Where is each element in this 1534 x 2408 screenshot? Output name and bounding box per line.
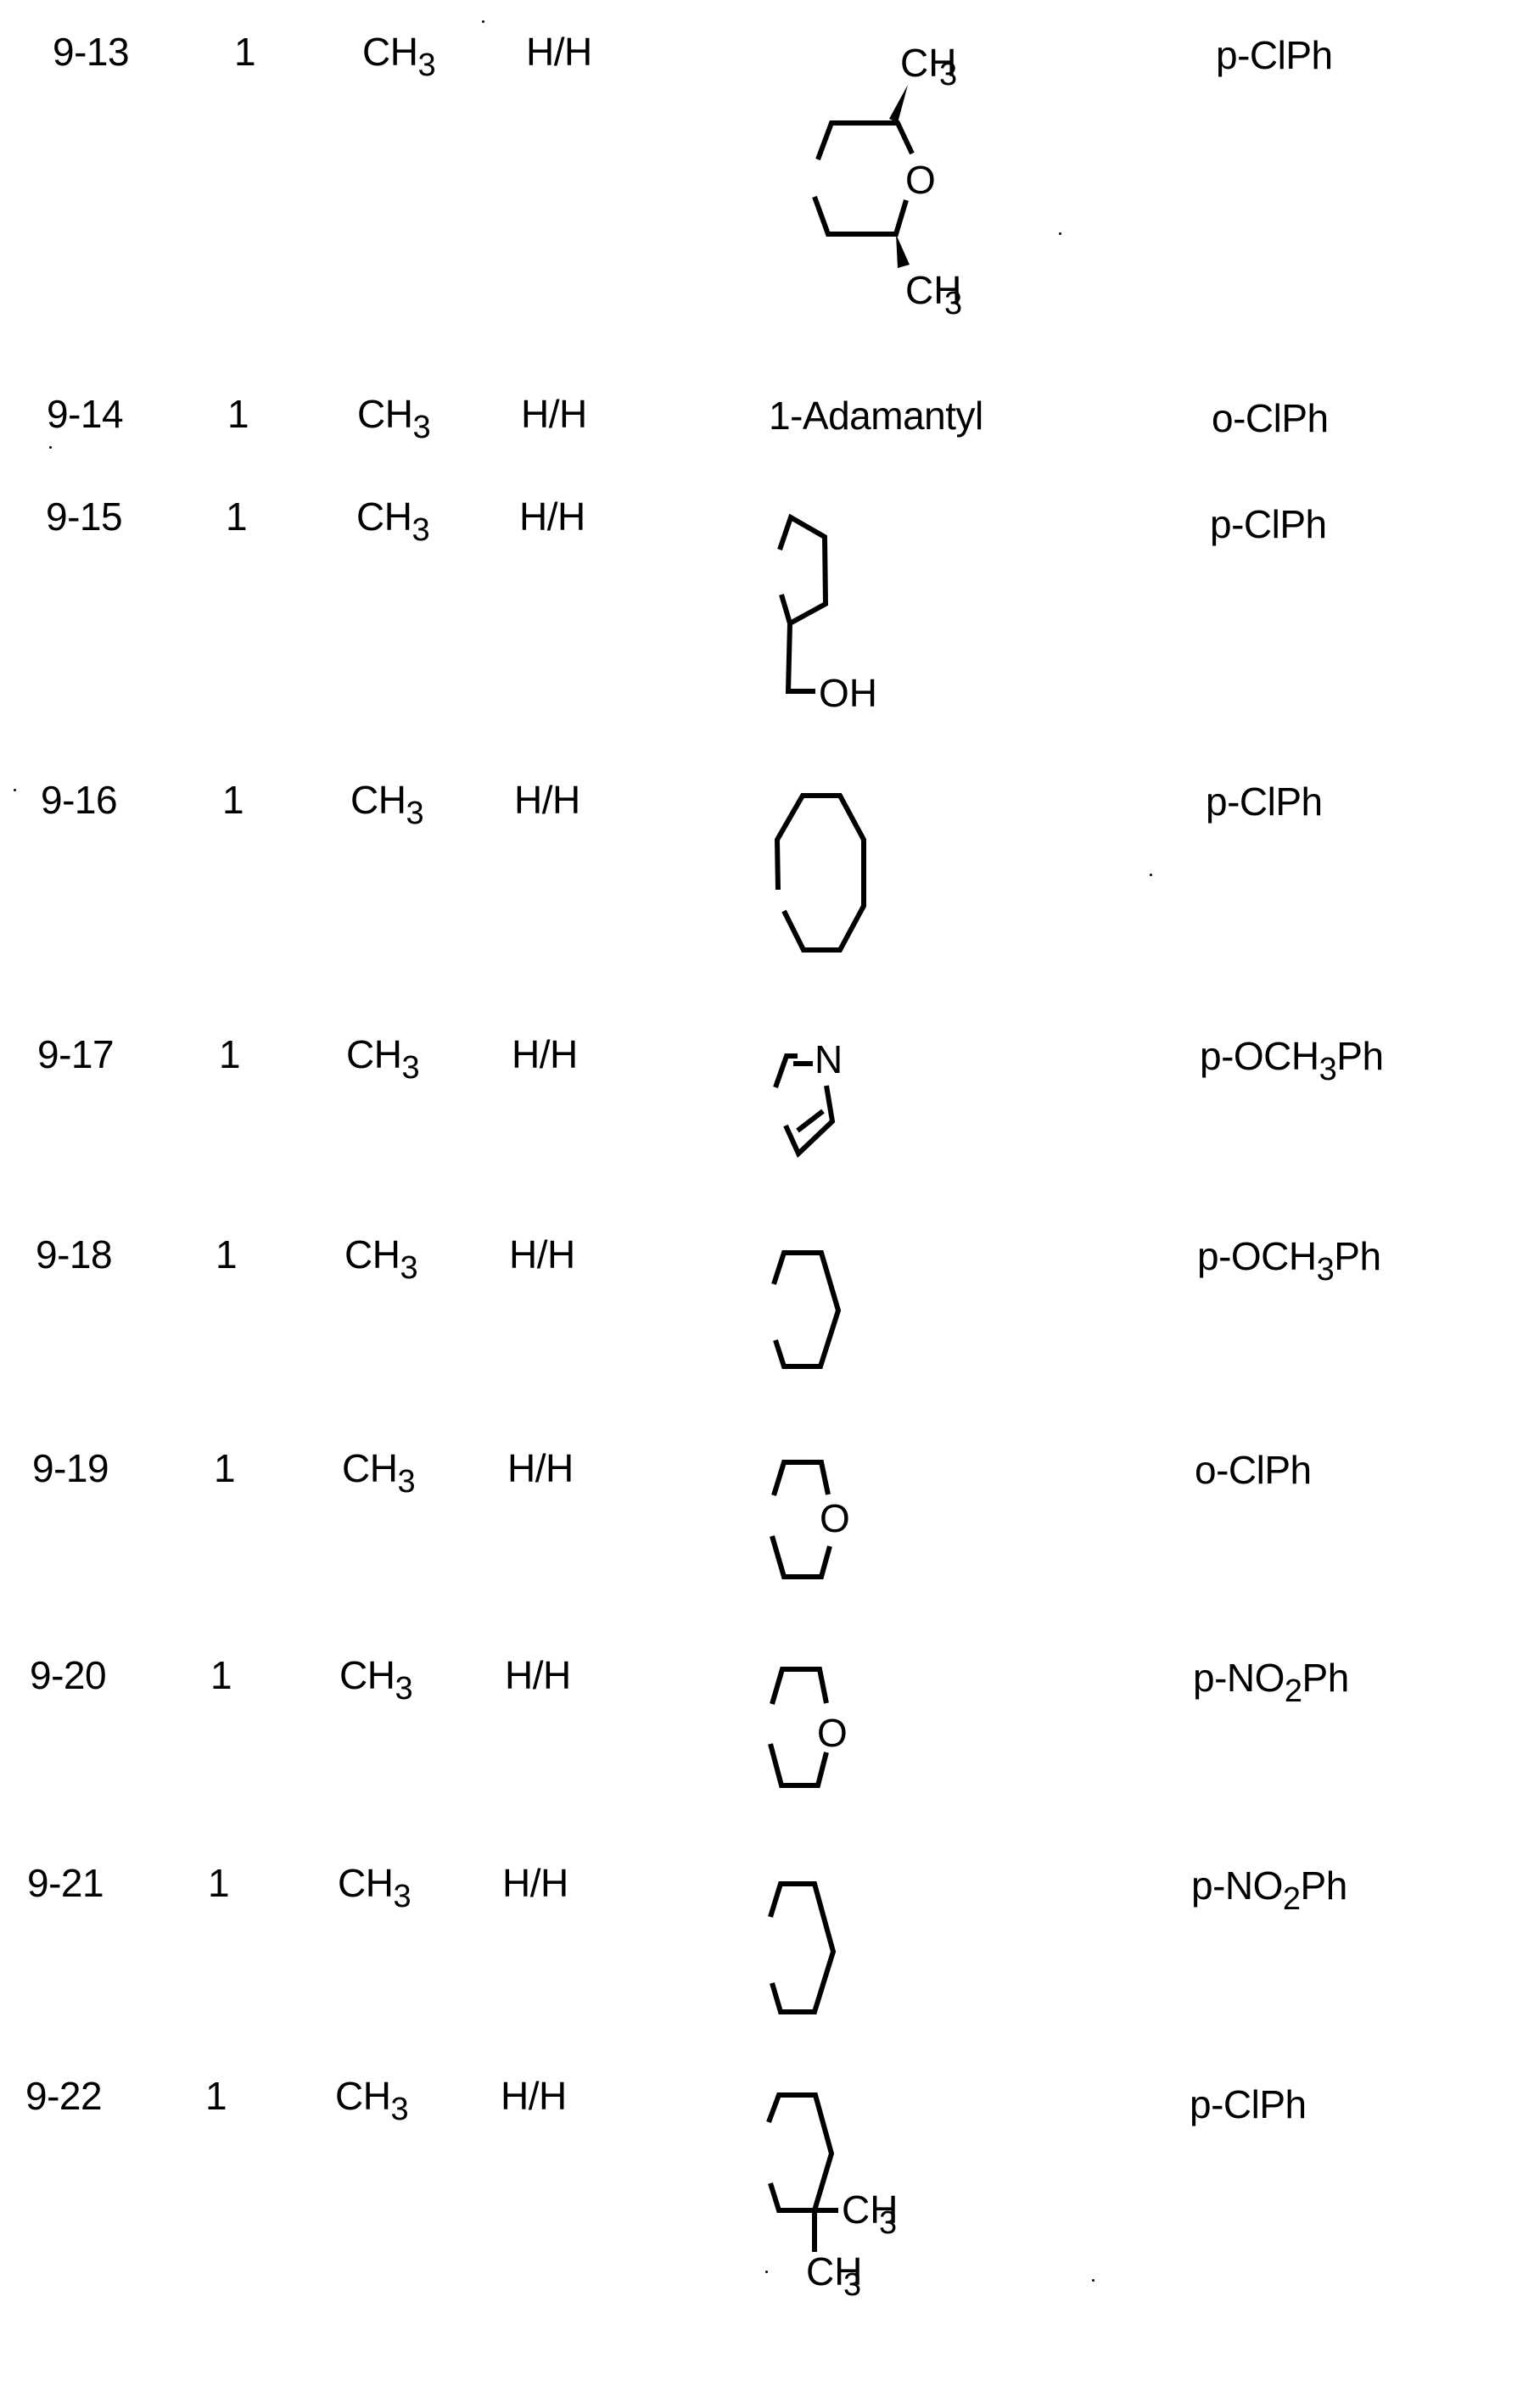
svg-text:O: O [817, 1711, 848, 1755]
r2-value: H/H [502, 1861, 568, 1905]
svg-text:3: 3 [939, 57, 957, 92]
r2-value: H/H [519, 494, 585, 539]
aryl-substituent: p-OCH3Ph [1200, 1034, 1384, 1087]
tetrahydropyran-structure-icon: O [768, 1667, 940, 1807]
scan-speck [1092, 2279, 1095, 2282]
compound-id: 9-21 [27, 1861, 104, 1905]
compound-id: 9-18 [36, 1232, 113, 1277]
aryl-substituent: p-ClPh [1216, 33, 1333, 77]
svg-text:N: N [815, 1037, 843, 1081]
r1-value: CH3 [342, 1446, 416, 1500]
r1-value: CH3 [357, 392, 431, 445]
r1-value: CH3 [335, 2074, 409, 2127]
scan-speck [482, 20, 484, 23]
r2-value: H/H [526, 30, 592, 74]
r2-value: H/H [505, 1653, 571, 1697]
compound-id: 9-17 [37, 1032, 115, 1076]
aryl-substituent: p-NO2Ph [1191, 1863, 1347, 1917]
n-value: 1 [234, 30, 256, 74]
compound-id: 9-16 [41, 778, 118, 822]
scan-speck [1150, 874, 1152, 876]
n-value: 1 [210, 1653, 232, 1697]
compound-id: 9-22 [25, 2074, 103, 2118]
aryl-substituent: p-OCH3Ph [1197, 1234, 1381, 1288]
aryl-substituent: p-NO2Ph [1193, 1656, 1349, 1709]
tetrahydropyran-structure-icon: O [770, 1457, 942, 1597]
r2-value: H/H [509, 1232, 575, 1277]
r2-value: H/H [507, 1446, 574, 1490]
compound-id: 9-14 [47, 392, 124, 436]
svg-text:3: 3 [879, 2205, 897, 2241]
aryl-substituent: p-ClPh [1190, 2082, 1307, 2126]
r1-value: CH3 [362, 30, 436, 83]
n-value: 1 [222, 778, 244, 822]
svg-text:CH: CH [905, 268, 961, 312]
n-value: 1 [214, 1446, 236, 1490]
aryl-substituent: o-ClPh [1195, 1448, 1312, 1492]
n-value: 1 [205, 2074, 227, 2118]
cyclohexyl-structure-icon [771, 1247, 942, 1387]
n-value: 1 [208, 1861, 230, 1905]
r2-value: H/H [501, 2074, 567, 2118]
svg-text:CH: CH [806, 2249, 862, 2293]
compound-id: 9-20 [30, 1653, 107, 1697]
cyclooctyl-structure-icon [772, 789, 976, 997]
r1-value: CH3 [344, 1232, 418, 1286]
n-value: 1 [219, 1032, 241, 1076]
dimethylcyclohexyl-structure-icon: CH 3 CH 3 [766, 2092, 988, 2316]
aryl-substituent: o-ClPh [1212, 396, 1329, 440]
cyclohexyl-structure-icon [768, 1879, 938, 2019]
svg-text:3: 3 [944, 286, 962, 321]
n-value: 1 [227, 392, 249, 436]
scan-speck [49, 446, 52, 449]
ring-name: 1-Adamantyl [769, 394, 983, 438]
r2-value: H/H [521, 392, 587, 436]
scan-speck [1059, 232, 1061, 235]
compound-id: 9-15 [46, 494, 123, 539]
compound-id: 9-19 [32, 1446, 109, 1490]
r1-value: CH3 [356, 494, 430, 548]
svg-text:CH: CH [842, 2187, 898, 2232]
pyrroline-structure-icon: N [772, 1037, 942, 1183]
r2-value: H/H [514, 778, 580, 822]
n-value: 1 [226, 494, 248, 539]
scan-speck [14, 789, 16, 791]
compound-id: 9-13 [53, 30, 130, 74]
svg-text:OH: OH [819, 671, 877, 715]
n-value: 1 [216, 1232, 238, 1277]
scan-speck [765, 2271, 768, 2273]
aryl-substituent: p-ClPh [1206, 779, 1323, 824]
r2-value: H/H [512, 1032, 578, 1076]
svg-text:3: 3 [843, 2267, 861, 2303]
svg-text:CH: CH [900, 41, 956, 85]
aryl-substituent: p-ClPh [1210, 502, 1327, 546]
r1-value: CH3 [350, 778, 424, 831]
svg-text:O: O [905, 158, 936, 202]
hydroxymethyl-cyclopentyl-structure-icon: OH [776, 509, 980, 717]
svg-text:O: O [820, 1496, 850, 1540]
dimethyl-tetrahydropyran-structure-icon: O CH 3 CH 3 [812, 34, 1018, 335]
r1-value: CH3 [338, 1861, 411, 1914]
r1-value: CH3 [346, 1032, 420, 1086]
r1-value: CH3 [339, 1653, 413, 1707]
